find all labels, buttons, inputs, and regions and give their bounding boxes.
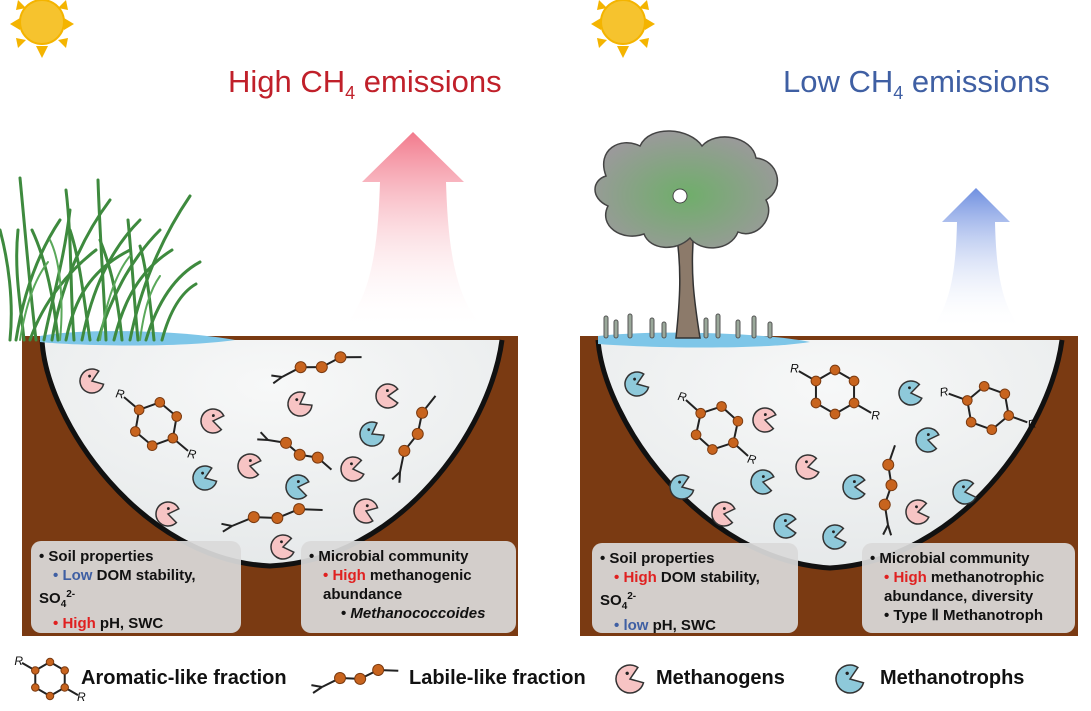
methanogen-icon bbox=[200, 408, 225, 434]
soil-properties-box-right: • Soil properties • High DOM stability, … bbox=[592, 543, 798, 634]
microbial-community-box-left: • Microbial community • High methanogeni… bbox=[301, 541, 516, 633]
legend-methanotrophs-label: Methanotrophs bbox=[880, 667, 1025, 689]
methanogen-icon bbox=[711, 501, 736, 527]
methanogen-icon bbox=[905, 499, 930, 525]
substituent-label: R bbox=[77, 690, 86, 704]
legend-methanogens-label: Methanogens bbox=[656, 667, 785, 689]
arrow-up-icon-low bbox=[930, 188, 1022, 330]
methanotroph-icon bbox=[669, 474, 695, 500]
substituent-label: R bbox=[115, 386, 126, 401]
labile-molecule-icon bbox=[878, 444, 898, 536]
grass-icon bbox=[0, 176, 202, 342]
methanogen-icon bbox=[79, 368, 105, 394]
methanotroph-icon bbox=[822, 524, 847, 550]
methanotroph-icon bbox=[285, 474, 310, 500]
arrow-up-icon-high bbox=[340, 132, 486, 330]
methanogen-icon bbox=[353, 498, 379, 524]
aromatic-molecule-icon: RR bbox=[677, 389, 758, 468]
methanogen-icon bbox=[340, 456, 365, 482]
soil-properties-box-left: • Soil properties • Low DOM stability, S… bbox=[31, 541, 241, 633]
methanotroph-icon bbox=[773, 513, 797, 539]
labile-molecule-icon bbox=[391, 395, 437, 483]
legend-labile-label: Labile-like fraction bbox=[409, 667, 586, 689]
microbial-community-box-right: • Microbial community • High methanotrop… bbox=[862, 543, 1075, 633]
legend-methanogen-icon bbox=[615, 664, 645, 694]
labile-molecule-icon bbox=[221, 503, 323, 533]
labile-molecule-icon bbox=[271, 351, 362, 385]
substituent-label: R bbox=[939, 384, 950, 399]
methanogen-icon bbox=[155, 501, 180, 527]
methanogen-icon bbox=[795, 454, 820, 480]
labile-molecule-icon bbox=[257, 431, 333, 471]
methanogen-icon bbox=[375, 383, 399, 409]
substituent-label: R bbox=[871, 408, 880, 422]
title-high-emissions: High CH4 emissions bbox=[228, 64, 502, 104]
title-low-emissions: Low CH4 emissions bbox=[783, 64, 1050, 104]
reeds bbox=[603, 313, 773, 339]
methanotroph-icon bbox=[898, 380, 923, 406]
aromatic-molecule-icon: RR bbox=[115, 386, 198, 462]
tree-icon bbox=[594, 130, 779, 339]
aromatic-molecule-icon: RR bbox=[790, 362, 880, 423]
substituent-label: R bbox=[14, 654, 23, 668]
substituent-label: R bbox=[790, 362, 799, 376]
methanotroph-icon bbox=[750, 469, 775, 495]
legend-methanotroph-icon bbox=[835, 664, 865, 694]
methanotroph-icon bbox=[624, 371, 650, 397]
methanogen-icon bbox=[270, 534, 295, 560]
methanotroph-icon bbox=[952, 479, 977, 505]
sun-icon-left bbox=[10, 0, 74, 58]
substituent-label: R bbox=[1027, 416, 1038, 431]
methanogen-icon bbox=[752, 407, 777, 433]
substituent-label: R bbox=[186, 446, 197, 461]
methanogen-icon bbox=[287, 391, 313, 417]
methanotroph-icon bbox=[359, 421, 385, 447]
legend-aromatic-icon: RR bbox=[14, 654, 86, 704]
methanotroph-icon bbox=[842, 474, 866, 500]
legend-aromatic-label: Aromatic-like fraction bbox=[81, 667, 287, 689]
methanotroph-icon bbox=[192, 465, 218, 491]
sun-icon-right bbox=[591, 0, 655, 58]
legend-labile-icon bbox=[311, 663, 399, 694]
substituent-label: R bbox=[677, 389, 689, 405]
aromatic-molecule-icon: RR bbox=[939, 380, 1038, 436]
methanotroph-icon bbox=[915, 427, 940, 453]
substituent-label: R bbox=[746, 452, 758, 468]
methanogen-icon bbox=[237, 453, 262, 479]
